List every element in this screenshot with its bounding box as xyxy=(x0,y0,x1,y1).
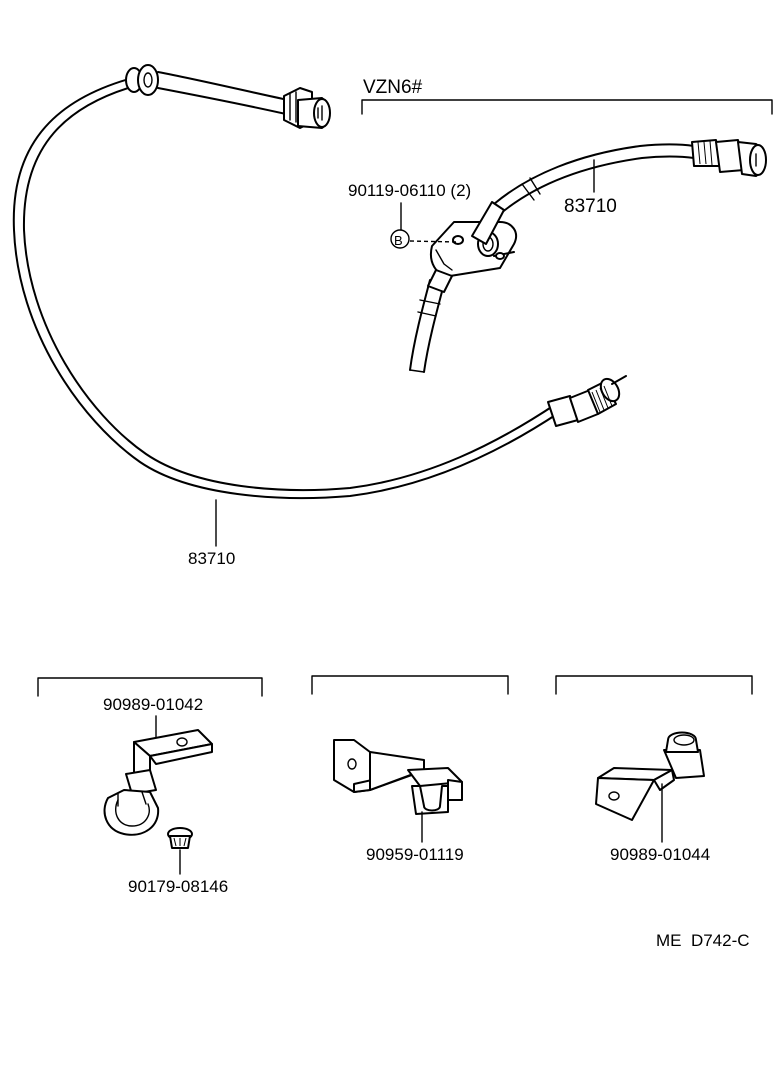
bolt-part-number: 90119-06110 (2) xyxy=(348,181,471,200)
nut-left xyxy=(167,827,193,849)
drawing-code: ME D742-C xyxy=(656,931,750,950)
clamp-middle-bracket xyxy=(333,739,463,815)
bolt-marker-circle xyxy=(390,229,410,249)
cable-upper-part-number: 83710 xyxy=(564,196,617,217)
variant-speedometer-cable xyxy=(409,139,767,373)
variant-bracket xyxy=(361,99,773,115)
nut-left-part-number: 90179-08146 xyxy=(128,877,228,896)
clamp-left-bracket xyxy=(103,729,213,836)
bolt-dashed-leader xyxy=(409,240,457,243)
middle-group-bracket xyxy=(311,675,509,695)
clamp-right-part-number: 90989-01044 xyxy=(610,845,710,864)
variant-group: VZN6# xyxy=(348,77,773,373)
cable-transmission-fitting xyxy=(547,375,627,427)
variant-label: VZN6# xyxy=(363,77,423,98)
cable-grommet xyxy=(125,64,159,96)
main-speedometer-cable: 83710 xyxy=(12,64,627,568)
left-clamp-group: 90989-01042 90179-08146 xyxy=(37,677,263,896)
clamp-middle-part-number: 90959-01119 xyxy=(366,845,464,864)
left-group-bracket xyxy=(37,677,263,697)
cable-mounting-plate xyxy=(427,201,518,293)
clamp-left-part-number: 90989-01042 xyxy=(103,695,203,714)
right-clamp-group: 90989-01044 xyxy=(555,675,753,864)
clamp-right-bracket xyxy=(595,731,705,821)
right-group-bracket xyxy=(555,675,753,695)
cable-meter-connector xyxy=(283,87,331,129)
cable-main-part-number: 83710 xyxy=(188,549,235,568)
middle-clamp-group: 90959-01119 xyxy=(311,675,509,864)
bolt-marker-letter: B xyxy=(394,233,403,248)
